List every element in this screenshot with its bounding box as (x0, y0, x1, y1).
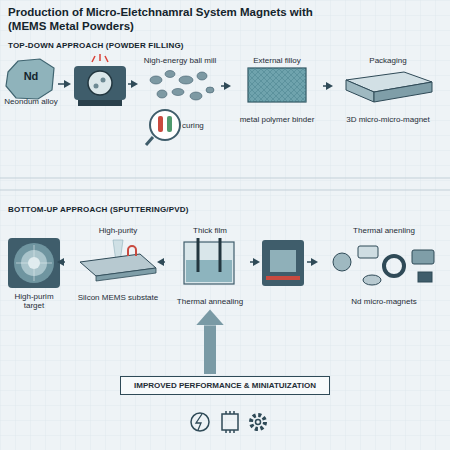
node-text: metal polymer binder (240, 115, 315, 124)
flow-arrow (58, 83, 64, 85)
node-text: Thermal annealing (177, 297, 243, 306)
picture-space (210, 235, 211, 297)
picture-space (118, 235, 119, 293)
binder-block (248, 68, 306, 102)
node-text: Thick film (193, 226, 227, 235)
separator (0, 178, 450, 179)
node-text: Thermal anenling (353, 226, 415, 235)
section-heading: TOP-DOWN APPROACH (POWDER FILLING) (8, 41, 184, 50)
flow-connector (64, 261, 65, 263)
node-text: External filloy (253, 56, 301, 65)
picture-space (277, 65, 278, 115)
picture-space (148, 109, 182, 143)
magnifier (146, 110, 180, 145)
node-text: IMPROVED PERFORMANCE & MINIATUIZATION (134, 381, 316, 390)
flow-arrow (250, 261, 253, 263)
section-heading: BOTTOM-UP APPROACH (SPUTTERING/PVD) (8, 205, 189, 214)
picture-space (34, 236, 35, 292)
result-box: IMPROVED PERFORMANCE & MINIATUIZATION (120, 376, 330, 395)
curing-callout: curing (148, 109, 220, 143)
magnet-node: Thermal anenling Nd micro-magnets (322, 226, 446, 306)
micro-magnets (333, 246, 434, 285)
node-text: Packaging (369, 56, 406, 65)
film-node: Thick filmThermal annealing (172, 226, 248, 306)
substrate-node: High-puritySilcon MEMS substate (72, 226, 164, 302)
milling-node: Nigh-energy ball mill (140, 56, 220, 107)
flow-arrow (307, 261, 311, 263)
alloy-node: NdNeondum alloy (4, 58, 58, 106)
picture-space (384, 235, 385, 297)
ball-mill (74, 54, 126, 106)
film-tank (184, 238, 234, 284)
target-node: High-purim target (4, 236, 64, 310)
footer-icons (191, 411, 265, 433)
element-symbol: Nd (24, 70, 39, 83)
powder-grains (150, 71, 214, 101)
silicon-substrate (80, 240, 156, 281)
picture-space (180, 65, 181, 107)
nd-rock (6, 59, 54, 99)
sputter-target (8, 238, 60, 288)
picture-space (31, 83, 32, 97)
annealing-furnace (262, 240, 304, 286)
node-text: High-purim target (4, 292, 64, 310)
binder-node: External filloy metal polymer binder (232, 56, 322, 124)
node-text: Nd micro-magnets (351, 297, 416, 306)
node-text: Silcon MEMS substate (78, 293, 158, 302)
node-text: Neondum alloy (4, 97, 57, 106)
flow-connector (221, 85, 224, 87)
separator (0, 190, 450, 191)
package-slab (346, 72, 432, 102)
flow-arrow (128, 83, 131, 85)
diagram-title: Production of Micro-Eletchnamral System … (8, 5, 344, 34)
node-text: curing (182, 121, 204, 130)
node-text: Nigh-energy ball mill (144, 56, 216, 65)
node-text: 3D micro-micro-magnet (346, 115, 430, 124)
picture-space (388, 65, 389, 115)
flow-connector (164, 261, 165, 263)
packaging-node: Packaging 3D micro-micro-magnet (334, 56, 442, 124)
block-arrow (204, 325, 216, 374)
picture-space (31, 58, 32, 70)
node-text: High-purity (99, 226, 138, 235)
flow-connector (323, 85, 326, 87)
